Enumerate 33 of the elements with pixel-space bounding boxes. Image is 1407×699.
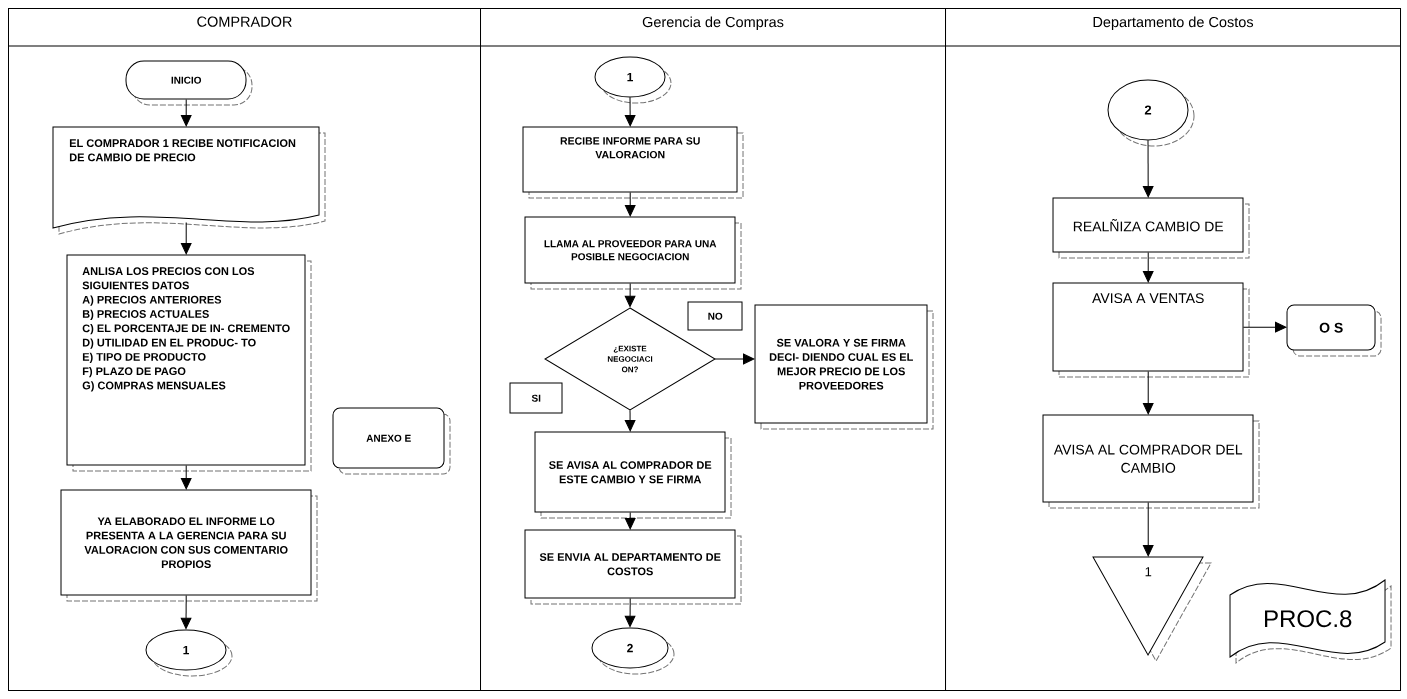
process-box: REALÑIZA CAMBIO DE (1052, 197, 1250, 259)
arrow (180, 221, 192, 255)
arrow (624, 597, 636, 628)
start-terminator: INICIO (125, 60, 253, 106)
arrow (1142, 370, 1154, 415)
answer-box: SI (509, 382, 563, 414)
process-box: RECIBE INFORME PARA SU VALORACION (522, 126, 744, 199)
triangle-connector: 1 (1092, 556, 1212, 662)
process-box: AVISA A VENTAS (1052, 282, 1250, 378)
arrow (180, 594, 192, 630)
rounded-box: O S (1286, 304, 1382, 357)
annex-box: ANEXO E (332, 407, 451, 475)
arrow (1142, 501, 1154, 557)
process-box: SE VALORA Y SE FIRMA DECI- DIENDO CUAL ES EL MEJOR PRECIO DE LOS PROVEEDORES (754, 304, 934, 430)
arrow (624, 96, 636, 127)
arrow (624, 191, 636, 217)
arrow (1242, 321, 1287, 333)
process-box: YA ELABORADO EL INFORME LO PRESENTA A LA GERENCIA PARA SU VALORACION CON SUS COMENTARIO PROPIOS (60, 489, 318, 602)
arrow (180, 98, 192, 127)
process-box: SE AVISA AL COMPRADOR DE ESTE CAMBIO Y SE FIRMA (534, 431, 732, 519)
answer-box: NO (687, 301, 743, 331)
process-box: SE ENVIA AL DEPARTAMENTO DE COSTOS (524, 529, 742, 605)
arrow (624, 409, 636, 432)
arrow (624, 282, 636, 308)
arrow (1142, 251, 1154, 283)
process-box: ANLISA LOS PRECIOS CON LOS SIGUIENTES DATOS A) PRECIOS ANTERIORES B) PRECIOS ACTUALES C) EL PORCENTAJE DE IN- CREMENTO D) UTILIDAD EN EL PRODUC- TO E) TIPO DE PRODUCTO F) PLAZO DE PAGO G) COMPRAS MENSUALES (66, 254, 312, 472)
process-box: AVISA AL COMPRADOR DEL CAMBIO (1042, 414, 1260, 509)
document-box: EL COMPRADOR 1 RECIBE NOTIFICACION DE CAMBIO DE PRECIO (52, 126, 326, 235)
arrow (714, 353, 755, 365)
process-box: LLAMA AL PROVEEDOR PARA UNA POSIBLE NEGOCIACION (524, 216, 742, 290)
arrow (624, 511, 636, 530)
arrow (1142, 139, 1154, 198)
arrow (180, 464, 192, 490)
